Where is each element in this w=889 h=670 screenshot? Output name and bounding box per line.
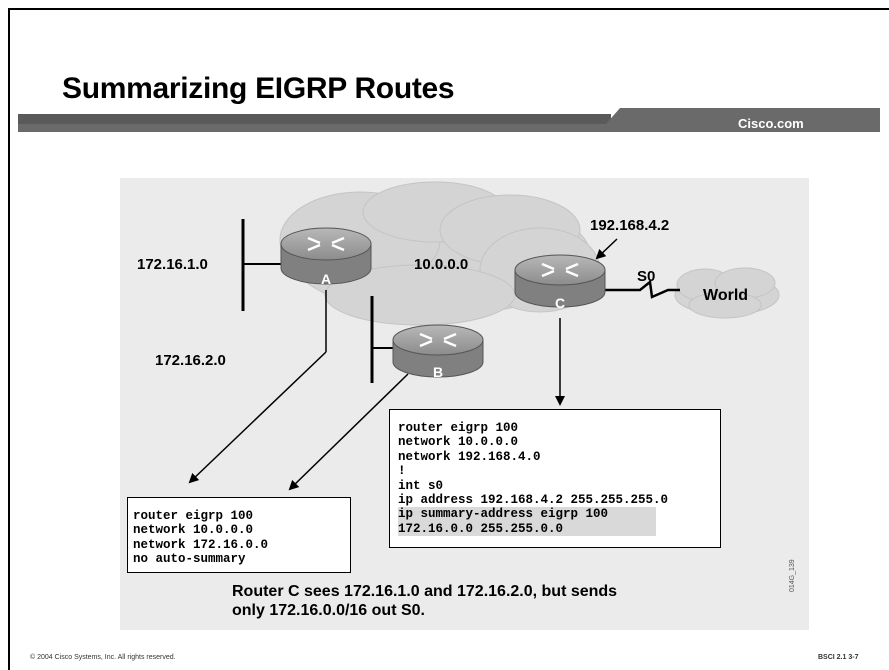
config-line: ip address 192.168.4.2 255.255.255.0 [398, 493, 669, 508]
arrow-ip-pointer [595, 238, 618, 260]
cloud-world [674, 267, 780, 319]
label-172-16-1-0: 172.16.1.0 [137, 256, 208, 273]
config-box-router-a-b: router eigrp 100 network 10.0.0.0 networ… [127, 497, 351, 573]
caption-line: only 172.16.0.0/16 out S0. [232, 602, 425, 619]
arrow-router-b-config [288, 373, 409, 491]
label-172-16-2-0: 172.16.2.0 [155, 352, 226, 369]
brand-label: Cisco.com [738, 116, 804, 131]
router-a-icon: A [280, 227, 372, 287]
config-line-highlight: ip summary-address eigrp 100 [398, 507, 656, 522]
label-10-0-0-0: 10.0.0.0 [414, 256, 469, 273]
caption-line: Router C sees 172.16.1.0 and 172.16.2.0,… [232, 583, 618, 600]
figure-id: 014G_139 [789, 559, 796, 592]
router-c-label: C [555, 295, 565, 311]
config-box-router-c: router eigrp 100 network 10.0.0.0 networ… [389, 409, 721, 548]
router-a-label: A [321, 271, 331, 287]
config-line: ! [398, 464, 406, 479]
router-c-icon: C [514, 254, 606, 311]
label-router-c-ip: 192.168.4.2 [590, 217, 670, 234]
config-line: network 10.0.0.0 [398, 435, 519, 450]
config-line: router eigrp 100 [398, 421, 519, 435]
diagram-caption: Router C sees 172.16.1.0 and 172.16.2.0,… [232, 582, 617, 620]
config-line: int s0 [398, 478, 444, 493]
label-s0: S0 [637, 268, 656, 285]
arrow-router-a-config [188, 351, 327, 484]
footer-page: BSCI 2.1 3-7 [818, 654, 859, 661]
router-b-label: B [433, 364, 443, 380]
router-b-icon: B [392, 324, 484, 380]
config-line: router eigrp 100 [133, 509, 254, 523]
label-world: World [703, 287, 749, 304]
slide-title: Summarizing EIGRP Routes [62, 72, 455, 105]
slide-frame [8, 8, 889, 670]
config-line: network 10.0.0.0 [133, 523, 254, 538]
config-line: network 192.168.4.0 [398, 449, 541, 464]
footer-copyright: © 2004 Cisco Systems, Inc. All rights re… [30, 654, 176, 661]
config-line-highlight: 172.16.0.0 255.255.0.0 [398, 521, 656, 537]
config-line: no auto-summary [133, 552, 246, 567]
config-line: network 172.16.0.0 [133, 537, 269, 552]
serial-link [593, 279, 680, 299]
